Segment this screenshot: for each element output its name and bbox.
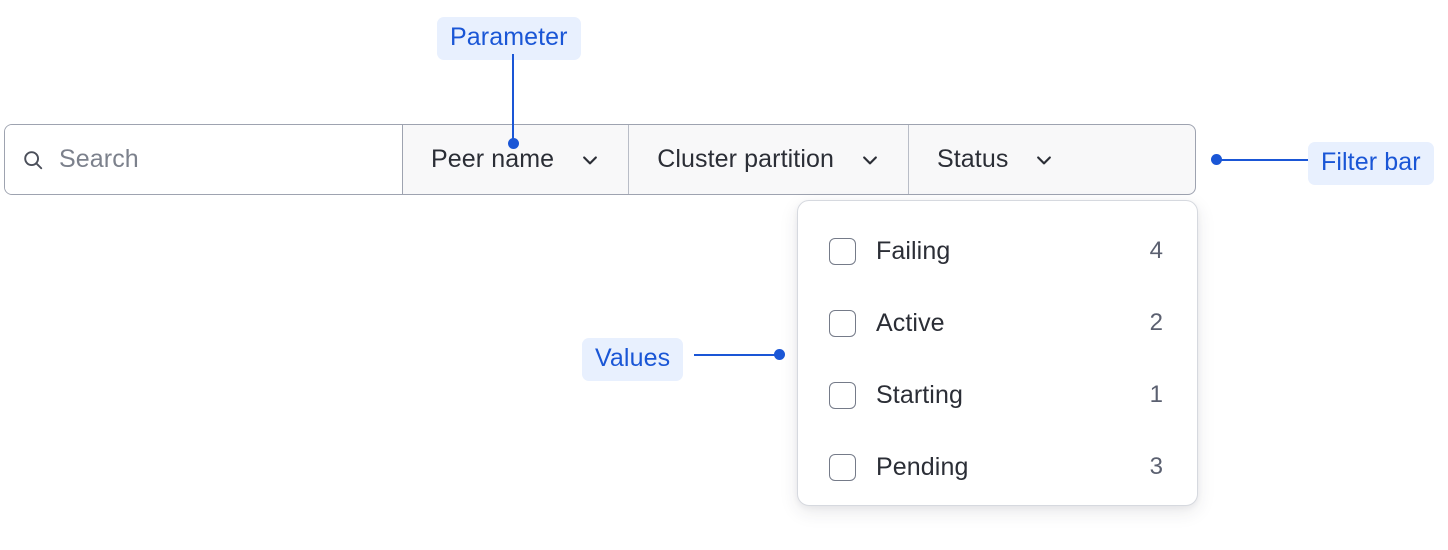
annotation-filter-bar-leader-dot bbox=[1211, 154, 1222, 165]
checkbox-pending[interactable] bbox=[829, 453, 856, 481]
annotation-parameter-leader-line bbox=[512, 54, 515, 144]
dropdown-option-label: Starting bbox=[876, 380, 963, 409]
filter-status[interactable]: Status bbox=[908, 125, 1083, 194]
dropdown-option-label: Failing bbox=[876, 236, 951, 265]
dropdown-option-count: 4 bbox=[1149, 237, 1163, 264]
filter-peer-name-label: Peer name bbox=[431, 145, 555, 173]
filter-peer-name[interactable]: Peer name bbox=[403, 125, 630, 194]
annotation-parameter-leader-dot bbox=[508, 138, 519, 149]
annotation-filter-bar-leader-line bbox=[1220, 158, 1308, 161]
annotation-parameter: Parameter bbox=[437, 17, 581, 60]
annotation-values: Values bbox=[582, 338, 684, 381]
filter-cluster-partition-label: Cluster partition bbox=[657, 145, 834, 173]
chevron-down-icon bbox=[863, 155, 877, 164]
search-placeholder: Search bbox=[59, 145, 139, 173]
status-dropdown-panel: Failing 4 Active 2 Starting 1 Pending 3 bbox=[797, 200, 1198, 506]
search-input[interactable]: Search bbox=[5, 125, 403, 194]
checkbox-starting[interactable] bbox=[829, 381, 856, 409]
dropdown-option-pending[interactable]: Pending 3 bbox=[798, 431, 1197, 503]
checkbox-active[interactable] bbox=[829, 309, 856, 337]
annotation-filter-bar: Filter bar bbox=[1308, 142, 1434, 185]
dropdown-option-count: 1 bbox=[1149, 381, 1163, 408]
filter-cluster-partition[interactable]: Cluster partition bbox=[629, 125, 909, 194]
search-icon bbox=[24, 150, 43, 169]
annotation-values-leader-dot bbox=[774, 349, 785, 360]
dropdown-option-label: Pending bbox=[876, 452, 969, 481]
dropdown-option-active[interactable]: Active 2 bbox=[798, 287, 1197, 359]
dropdown-option-count: 2 bbox=[1149, 309, 1163, 336]
chevron-down-icon bbox=[1037, 155, 1052, 164]
dropdown-option-count: 3 bbox=[1149, 453, 1163, 480]
dropdown-option-starting[interactable]: Starting 1 bbox=[798, 359, 1197, 431]
dropdown-option-label: Active bbox=[876, 308, 945, 337]
dropdown-option-failing[interactable]: Failing 4 bbox=[798, 215, 1197, 287]
filter-status-label: Status bbox=[936, 145, 1009, 173]
checkbox-failing[interactable] bbox=[829, 237, 856, 265]
filter-bar: Search Peer name Cluster partition Statu… bbox=[4, 124, 1196, 195]
chevron-down-icon bbox=[583, 155, 598, 164]
annotation-values-leader-line bbox=[694, 353, 778, 356]
